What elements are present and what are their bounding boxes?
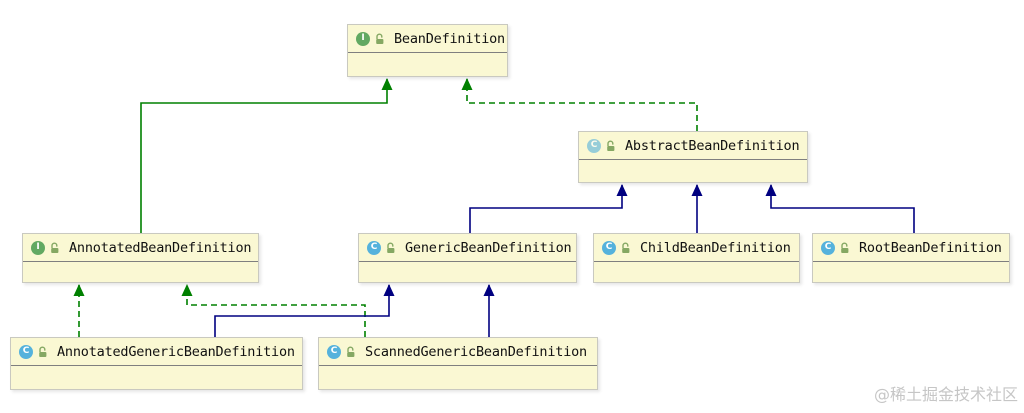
watermark-text: @稀土掘金技术社区 [873,385,1018,404]
node-header: C AnnotatedGenericBeanDefinition [11,338,302,366]
class-icon: C [821,240,835,255]
class-name: ChildBeanDefinition [640,239,791,256]
node-header: I AnnotatedBeanDefinition [23,234,258,262]
node-header: C GenericBeanDefinition [359,234,576,262]
node-body [11,366,302,389]
class-node-scanned-generic-bean-definition[interactable]: C ScannedGenericBeanDefinition [318,337,598,390]
class-icon: C [602,240,616,255]
node-body [813,262,1009,282]
edge-scannedgenericbeandefinition-implements-annotatedbeandefinition [181,284,366,337]
edge-rootbeandefinition-extends-abstractbeandefinition [765,184,915,233]
class-node-bean-definition[interactable]: I BeanDefinition [347,24,508,77]
abstract-class-icon: C [587,138,601,153]
lock-icon [839,242,850,254]
class-name: GenericBeanDefinition [405,239,572,256]
node-body [348,53,507,76]
node-body [359,262,576,282]
node-body [594,262,799,282]
class-name: AnnotatedGenericBeanDefinition [57,343,295,360]
edge-annotatedbeandefinition-extends-beandefinition [140,78,393,233]
edge-abstractbeandefinition-implements-beandefinition [461,78,698,131]
node-body [579,160,807,182]
lock-icon [385,242,396,254]
node-body [23,262,258,282]
node-body [319,366,597,389]
class-name: AbstractBeanDefinition [625,137,800,154]
class-node-abstract-bean-definition[interactable]: C AbstractBeanDefinition [578,131,808,183]
node-header: C AbstractBeanDefinition [579,132,807,160]
lock-icon [374,33,385,45]
lock-icon [620,242,631,254]
class-node-generic-bean-definition[interactable]: C GenericBeanDefinition [358,233,577,283]
lock-icon [37,346,48,358]
class-node-annotated-bean-definition[interactable]: I AnnotatedBeanDefinition [22,233,259,283]
class-name: ScannedGenericBeanDefinition [365,343,587,360]
class-icon: C [19,344,33,359]
edge-annotatedgenericbeandefinition-extends-genericbeandefinition [214,284,395,337]
class-node-child-bean-definition[interactable]: C ChildBeanDefinition [593,233,800,283]
node-header: C RootBeanDefinition [813,234,1009,262]
class-name: BeanDefinition [394,30,505,47]
lock-icon [49,242,60,254]
class-name: RootBeanDefinition [859,239,1002,256]
interface-icon: I [356,31,370,46]
class-node-annotated-generic-bean-definition[interactable]: C AnnotatedGenericBeanDefinition [10,337,303,390]
class-icon: C [327,344,341,359]
node-header: C ChildBeanDefinition [594,234,799,262]
class-node-root-bean-definition[interactable]: C RootBeanDefinition [812,233,1010,283]
lock-icon [605,140,616,152]
class-icon: C [367,240,381,255]
edge-genericbeandefinition-extends-abstractbeandefinition [469,184,628,233]
lock-icon [345,346,356,358]
node-header: C ScannedGenericBeanDefinition [319,338,597,366]
interface-icon: I [31,240,45,255]
class-name: AnnotatedBeanDefinition [69,239,252,256]
node-header: I BeanDefinition [348,25,507,53]
